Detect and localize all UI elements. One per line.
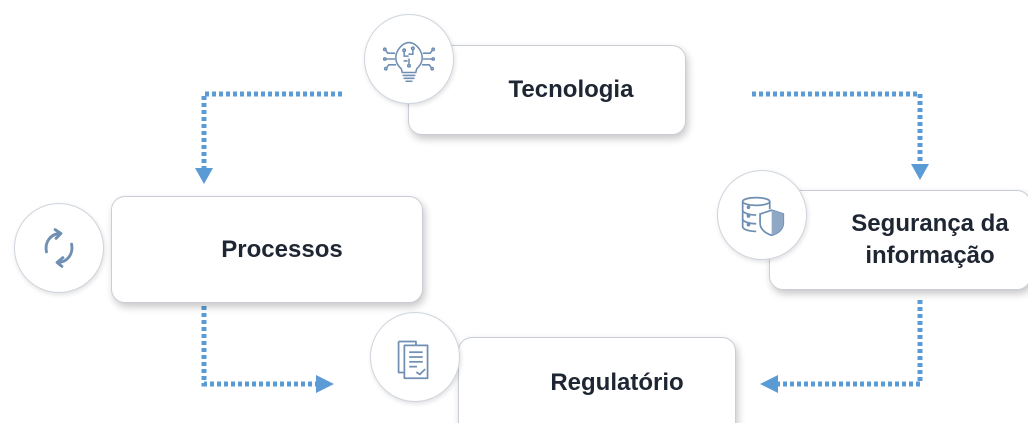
node-label-regulatorio: Regulatório bbox=[550, 369, 684, 396]
database-shield-icon bbox=[717, 170, 807, 260]
lightbulb-circuit-icon bbox=[364, 14, 454, 104]
refresh-cycle-icon bbox=[14, 203, 104, 293]
node-processos: Processos bbox=[111, 196, 423, 303]
node-regulatorio: Regulatório bbox=[458, 337, 736, 423]
documents-check-icon bbox=[370, 312, 460, 402]
node-label-seguranca: Segurança da informação bbox=[851, 210, 1009, 269]
node-label-tecnologia: Tecnologia bbox=[508, 76, 634, 103]
arrowhead-right-regulatorio bbox=[316, 375, 334, 393]
arrowhead-down-seguranca bbox=[911, 164, 929, 180]
arrowhead-left-regulatorio bbox=[760, 375, 778, 393]
node-label-processos: Processos bbox=[221, 235, 343, 263]
node-seguranca: Segurança da informação bbox=[769, 190, 1028, 290]
arrowhead-down-processos bbox=[195, 168, 213, 184]
arrow-tecnologia-to-seguranca bbox=[752, 91, 923, 166]
node-tecnologia: Tecnologia bbox=[408, 45, 686, 135]
arrow-seguranca-to-regulatorio bbox=[776, 300, 923, 387]
arrow-tecnologia-to-processos bbox=[201, 91, 342, 170]
arrow-processos-to-regulatorio bbox=[201, 306, 318, 387]
